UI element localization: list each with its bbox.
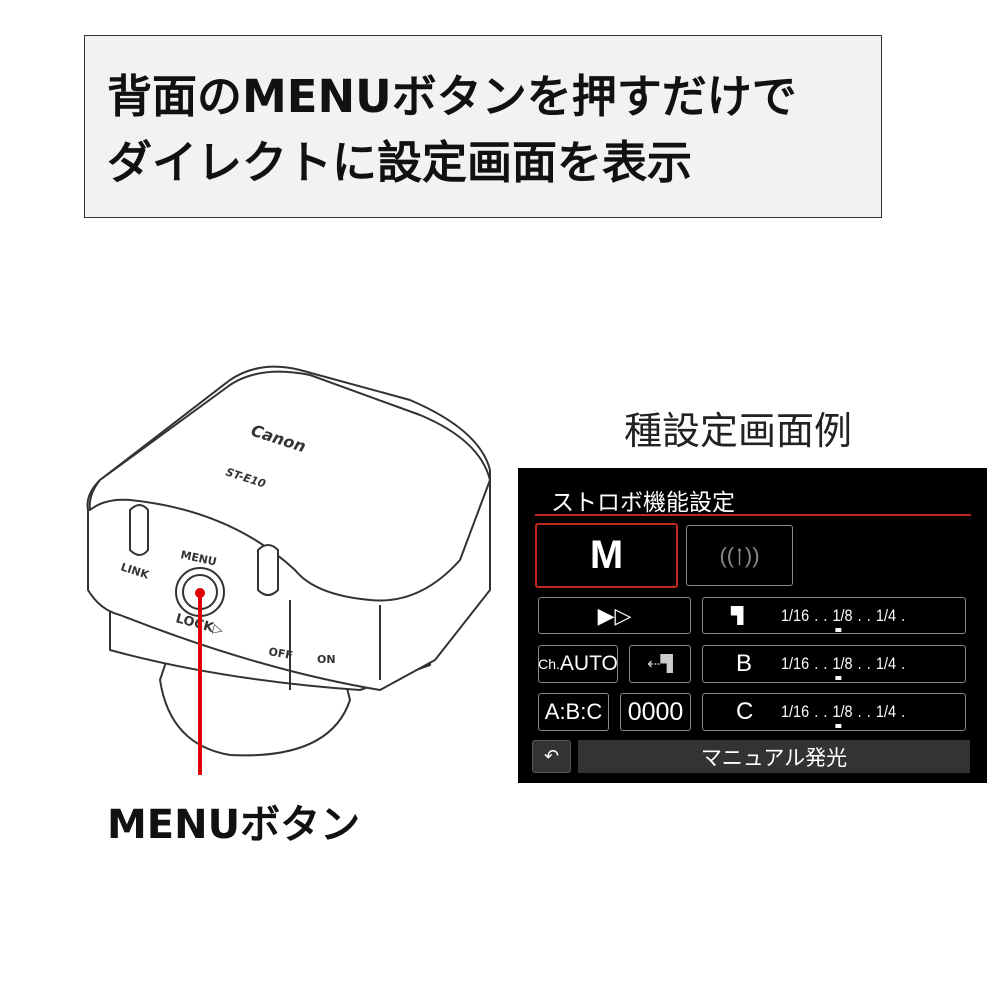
- device-off-label: OFF: [267, 645, 293, 662]
- headline-line-2: ダイレクトに設定画面を表示: [107, 136, 693, 189]
- device-on-label: ON: [317, 653, 336, 666]
- mode-button[interactable]: M: [535, 523, 678, 588]
- output-scale: 1/16..1/8..1/4.: [781, 654, 906, 680]
- sync-button[interactable]: ▶▷: [538, 597, 691, 634]
- output-scale: 1/16..1/8..1/4.: [781, 702, 906, 728]
- flash-unit-icon: ▜: [731, 607, 744, 625]
- flash-output-row-c[interactable]: C 1/16..1/8..1/4.: [702, 693, 966, 731]
- status-bar: マニュアル発光: [578, 740, 970, 773]
- channel-button[interactable]: Ch.AUTO: [538, 645, 618, 683]
- flash-output-row-a[interactable]: ▜ 1/16..1/8..1/4.: [702, 597, 966, 634]
- headline-box: 背面のMENUボタンを押すだけで ダイレクトに設定画面を表示: [84, 35, 882, 218]
- high-speed-sync-icon: ▶▷: [597, 602, 632, 628]
- menu-button-dot: [195, 588, 205, 598]
- camera-screen: ストロボ機能設定 M ((ᛙ)) ▶▷ ▜ 1/16..1/8..1/4. Ch…: [518, 468, 987, 783]
- remote-flash-button[interactable]: ⇠▜: [629, 645, 691, 683]
- menu-button-label: MENUボタン: [107, 802, 361, 848]
- screen-caption: 種設定画面例: [624, 409, 853, 453]
- ratio-button[interactable]: A:B:C: [538, 693, 609, 731]
- screen-title: ストロボ機能設定: [551, 490, 735, 516]
- wireless-id-button[interactable]: 0000: [620, 693, 691, 731]
- headline-line-1: 背面のMENUボタンを押すだけで: [107, 70, 797, 123]
- wireless-button[interactable]: ((ᛙ)): [686, 525, 793, 586]
- flash-output-row-b[interactable]: B 1/16..1/8..1/4.: [702, 645, 966, 683]
- return-icon: ↶: [543, 746, 560, 766]
- title-divider: [535, 514, 971, 516]
- device-illustration: Canon ST-E10 LINK MENU LOCK▷ OFF ON: [86, 365, 491, 775]
- remote-flash-icon: ⇠▜: [647, 656, 673, 673]
- output-scale: 1/16..1/8..1/4.: [781, 605, 906, 632]
- back-button[interactable]: ↶: [532, 740, 571, 773]
- antenna-icon: ((ᛙ)): [719, 542, 760, 568]
